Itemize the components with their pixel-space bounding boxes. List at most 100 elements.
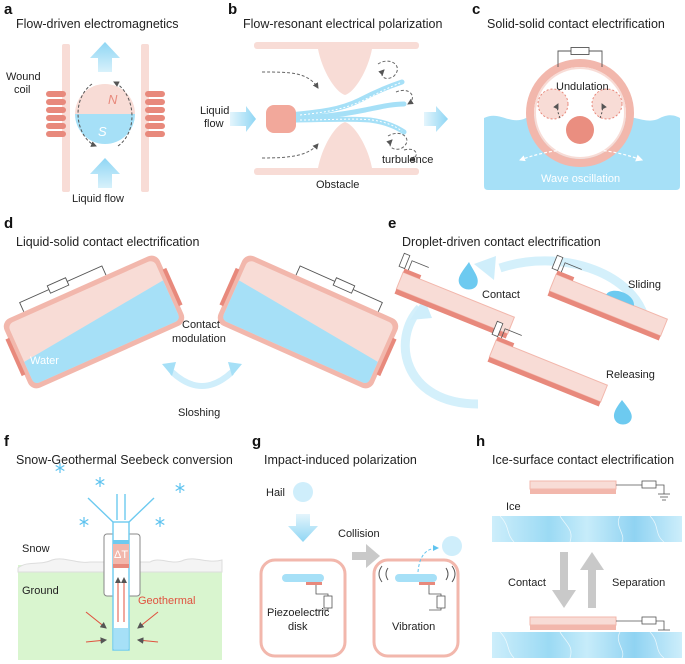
cold-side xyxy=(113,540,129,544)
panel-f-letter: f xyxy=(4,433,10,450)
coil-label-line2: coil xyxy=(14,84,31,96)
vibration-label: Vibration xyxy=(392,621,435,633)
snowflake-icon xyxy=(79,516,89,528)
panel-b-letter: b xyxy=(228,1,237,18)
undulation-label: Undulation xyxy=(556,81,609,93)
hail-label: Hail xyxy=(266,487,285,499)
turbulence-label: turbulence xyxy=(382,154,433,166)
resistor-icon xyxy=(570,47,590,55)
panel-c-title: Solid-solid contact electrification xyxy=(487,17,665,31)
contact-modulation-label-line1: Contact xyxy=(182,319,220,331)
panel-e-letter: e xyxy=(388,215,396,232)
sloshing-arrow-right-icon xyxy=(228,362,242,376)
flow-arrow-bottom-icon xyxy=(90,158,120,188)
cycle-arc-left xyxy=(400,304,479,409)
delta-t-label: ΔT xyxy=(114,549,128,561)
wound-coil-right xyxy=(145,91,165,137)
panel-c: c Solid-solid contact electrification Un… xyxy=(472,1,680,190)
obstacle-bottom xyxy=(318,122,372,168)
hail-bounced xyxy=(442,536,462,556)
piezo-label-line1: Piezoelectric xyxy=(267,607,330,619)
ground-label: Ground xyxy=(22,585,59,597)
wave-oscillation-label: Wave oscillation xyxy=(541,173,620,185)
sloshing-arrow-left-icon xyxy=(162,362,176,376)
geothermal-label: Geothermal xyxy=(138,595,195,607)
releasing-label: Releasing xyxy=(606,369,655,381)
hail-fall-arrow-icon xyxy=(288,514,318,542)
panel-e: e Droplet-driven contact electrification xyxy=(388,215,669,425)
separation-label: Separation xyxy=(612,577,665,589)
collision-arrow-icon xyxy=(352,544,380,568)
container-left xyxy=(3,255,185,389)
cycle-arc-top xyxy=(498,256,649,318)
channel-wall-top xyxy=(254,42,419,49)
hot-side xyxy=(113,564,129,568)
heat-flow-arrows xyxy=(115,577,127,622)
thermoelectric-module xyxy=(113,544,129,564)
panel-g: g Impact-induced polarization Hail Colli… xyxy=(252,433,462,658)
sloshing-arc xyxy=(169,369,235,389)
resistor-icon xyxy=(641,480,657,489)
panel-h: h Ice-surface contact electrification I xyxy=(476,433,682,659)
hail-stone xyxy=(293,482,313,502)
magnet-sphere: N S xyxy=(75,81,135,147)
flow-arrow-top-icon xyxy=(90,42,120,72)
panel-b: b Flow-resonant electrical polarization xyxy=(200,1,448,191)
plate-releasing xyxy=(487,320,609,407)
panel-a-letter: a xyxy=(4,1,13,18)
ice-bottom xyxy=(492,632,682,658)
ice-top xyxy=(492,516,682,542)
panel-g-letter: g xyxy=(252,433,261,450)
piezo-disk-right xyxy=(395,574,437,582)
working-fluid xyxy=(114,628,128,649)
panel-c-letter: c xyxy=(472,1,480,18)
channel-wall-bottom xyxy=(254,168,419,175)
contact-modulation-label-line2: modulation xyxy=(172,333,226,345)
north-pole-label: N xyxy=(108,92,118,107)
panel-g-title: Impact-induced polarization xyxy=(264,453,417,467)
ball-right xyxy=(591,88,623,120)
south-pole-label: S xyxy=(98,124,107,139)
obstacle-top xyxy=(318,49,372,95)
plate-sliding xyxy=(547,254,669,341)
plate-top xyxy=(529,480,617,490)
contact-arrow-icon xyxy=(552,552,576,608)
flow-arrow-out-icon xyxy=(424,106,448,132)
ground-icon xyxy=(658,493,670,501)
contact-label-e: Contact xyxy=(482,289,520,301)
cycle-arrow-head-2-icon xyxy=(410,298,432,320)
liquid-flow-label-b-line1: Liquid xyxy=(200,105,229,117)
panel-h-letter: h xyxy=(476,433,485,450)
panel-e-title: Droplet-driven contact electrification xyxy=(402,235,601,249)
piezo-disk-left xyxy=(282,574,324,582)
snowflake-icon xyxy=(95,476,105,488)
frame-left xyxy=(259,558,347,658)
panel-f: f Snow-Geothermal Seebeck conversion ΔT xyxy=(4,433,233,660)
resistor-icon xyxy=(641,616,657,625)
wave-arc xyxy=(519,148,644,162)
panel-b-title: Flow-resonant electrical polarization xyxy=(243,17,442,31)
oscillating-block xyxy=(266,105,296,133)
liquid-flow-label-b-line2: flow xyxy=(204,118,224,130)
panel-d-title: Liquid-solid contact electrification xyxy=(16,235,199,249)
wound-coil-left xyxy=(46,91,66,137)
cycle-arrow-head-1-icon xyxy=(474,256,496,280)
ice-label: Ice xyxy=(506,501,521,513)
sliding-label: Sliding xyxy=(628,279,661,291)
panel-f-title: Snow-Geothermal Seebeck conversion xyxy=(16,453,233,467)
panel-a-title: Flow-driven electromagnetics xyxy=(16,17,179,31)
plate-contact xyxy=(394,252,516,339)
flow-arrow-in-icon xyxy=(230,106,256,132)
droplet-3 xyxy=(613,400,632,425)
panel-h-title: Ice-surface contact electrification xyxy=(492,453,674,467)
panel-d-letter: d xyxy=(4,215,13,232)
snowflake-icon xyxy=(155,516,165,528)
piezo-label-line2: disk xyxy=(288,621,308,633)
sloshing-label: Sloshing xyxy=(178,407,220,419)
geothermal-arrows xyxy=(85,611,159,644)
snowflake-icon xyxy=(175,482,185,494)
droplet-1 xyxy=(458,262,478,290)
panel-d: d Liquid-solid contact electrification W… xyxy=(3,215,399,419)
liquid-flow-label-a: Liquid flow xyxy=(72,193,124,205)
